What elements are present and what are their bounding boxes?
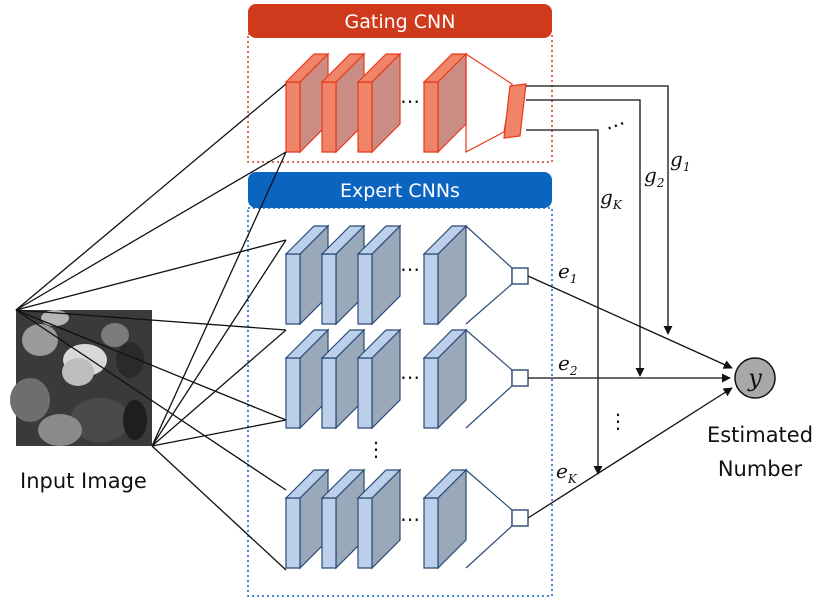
gating-ellipsis: ⋯ [400, 89, 420, 113]
output-label-line2: Number [718, 457, 803, 481]
g1-arrow [526, 85, 673, 335]
e1-label: e1 [558, 259, 577, 286]
expert-1-output-unit [511, 267, 529, 285]
expert-2-layer-2 [320, 328, 366, 430]
expert-2-funnel [465, 329, 513, 429]
expert-2-layer-3 [356, 328, 402, 430]
experts-header [248, 172, 552, 208]
g2-label: g2 [644, 163, 664, 190]
input-image-label: Input Image [20, 469, 147, 493]
outputs-vertical-ellipsis: ⋮ [608, 409, 628, 433]
input-image: Input Image [10, 310, 152, 493]
gating-funnel [465, 52, 513, 153]
g2-arrow [526, 99, 645, 377]
gating-panel: Gating CNN [247, 4, 553, 163]
output-node: y Estimated Number [707, 357, 813, 481]
output-symbol: y [747, 364, 762, 392]
gating-title: Gating CNN [345, 11, 456, 33]
gating-layer-3 [356, 52, 402, 154]
g1-label: g1 [670, 147, 690, 174]
gate-output-labels: g1 g2 gK [600, 147, 690, 212]
expertk-ellipsis: ⋯ [400, 507, 420, 531]
gk-arrow [526, 129, 603, 475]
experts-panel: Expert CNNs [247, 172, 553, 597]
ek-label: eK [556, 459, 578, 486]
e2-label: e2 [558, 351, 577, 378]
output-label-line1: Estimated [707, 423, 813, 447]
gating-layer-4 [422, 52, 468, 154]
expert-1-layer-2 [320, 224, 366, 326]
expert-1-layer-4 [422, 224, 468, 326]
expert-1-layer-1 [284, 224, 330, 326]
expert1-ellipsis: ⋯ [400, 257, 420, 281]
expert2-ellipsis: ⋯ [400, 365, 420, 389]
gates-ellipsis: ⋯ [602, 110, 629, 139]
gating-fc-layer [503, 83, 527, 139]
gating-layers [284, 52, 527, 154]
experts-vertical-ellipsis: ⋮ [366, 437, 386, 461]
expert-k-layer-1 [284, 468, 330, 570]
ellipsis-markers: ⋯ ⋯ ⋯ ⋯ ⋮ ⋮ ⋯ [366, 89, 629, 531]
expert-layers [284, 224, 529, 570]
expert-k-layer-2 [320, 468, 366, 570]
expert-2-output-unit [511, 369, 529, 387]
expert-1-layer-3 [356, 224, 402, 326]
expert-k-layer-4 [422, 468, 468, 570]
output-connections [526, 85, 733, 519]
expert-1-funnel [465, 225, 513, 325]
expert-2-layer-4 [422, 328, 468, 430]
expert-2-layer-1 [284, 328, 330, 430]
expert-output-labels: e1 e2 eK [556, 259, 578, 486]
gating-header [248, 4, 552, 38]
ek-arrow [527, 387, 733, 519]
output-circle [734, 357, 776, 399]
e1-arrow [527, 275, 733, 369]
experts-title: Expert CNNs [340, 180, 460, 202]
expert-k-output-unit [511, 509, 529, 527]
expert-k-funnel [465, 469, 513, 569]
input-connections [15, 83, 287, 571]
gk-label: gK [600, 185, 623, 212]
gating-layer-1 [284, 52, 330, 154]
expert-k-layer-3 [356, 468, 402, 570]
